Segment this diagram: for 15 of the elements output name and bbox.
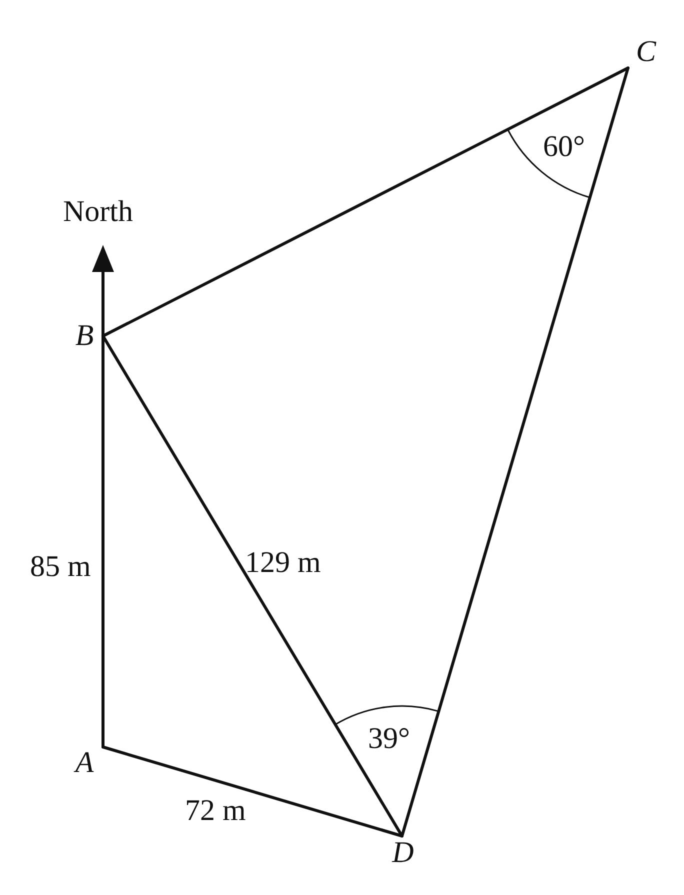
vertex-label: D [392,838,414,868]
edge-label: 85 m [30,552,91,582]
line-segment [400,66,630,838]
line-segment [102,746,404,838]
angle-label: 60° [543,132,585,162]
angle-label: 39° [368,724,410,754]
edge-label: 72 m [185,796,246,826]
vertex-label: B [75,321,94,351]
line-segment [102,66,630,338]
direction-label: North [63,197,133,227]
vertex-label: A [75,748,94,778]
edge-label: 129 m [245,548,321,578]
line-segment [102,334,404,838]
vertex-label: C [636,37,656,67]
line-segment [102,334,104,748]
